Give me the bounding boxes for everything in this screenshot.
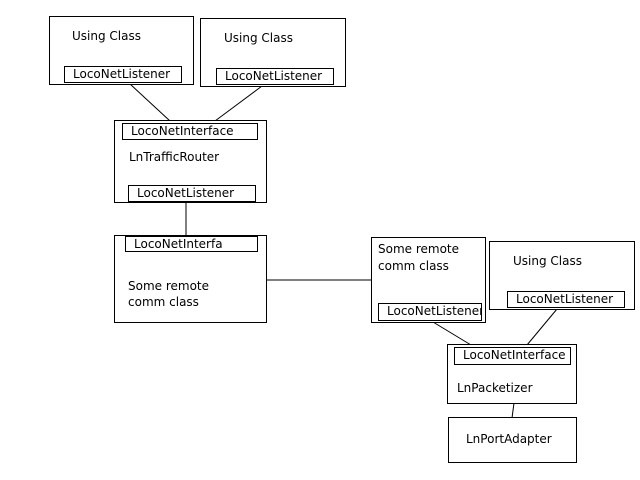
loconet-listener-box: LocoNetListener (128, 185, 256, 202)
remote-comm-class-line1: Some remote (378, 242, 460, 256)
ln-packetizer-box: LocoNetInterface LnPacketizer (447, 344, 577, 404)
using-class-box-2: Using Class LocoNetListener (200, 18, 346, 87)
loconet-listener-box: LocoNetListener (378, 303, 482, 321)
loconet-interface-box: LocoNetInterface (454, 347, 571, 365)
ln-traffic-router-label: LnTrafficRouter (129, 150, 220, 164)
using-class-box-1: Using Class LocoNetListener (49, 16, 194, 85)
ln-packetizer-label: LnPacketizer (457, 381, 533, 395)
using-class-title: Using Class (224, 31, 293, 45)
connector-using3-to-packetizer (526, 308, 558, 346)
remote-comm-class-box-right: Some remote comm class LocoNetListener (371, 237, 486, 323)
using-class-title: Using Class (72, 29, 141, 43)
loconet-listener-box: LocoNetListener (507, 291, 625, 308)
loconet-interface-box: LocoNetInterfa (125, 236, 258, 252)
loconet-listener-box: LocoNetListener (64, 66, 182, 83)
remote-comm-class-line1: Some remote (128, 279, 210, 293)
ln-port-adapter-box: LnPortAdapter (448, 417, 577, 463)
using-class-box-3: Using Class LocoNetListener (489, 241, 635, 310)
connector-using1-to-router (129, 83, 171, 122)
remote-comm-class-line2: comm class (128, 295, 199, 309)
loconet-interface-box: LocoNetInterface (122, 123, 258, 140)
loconet-listener-box: LocoNetListener (216, 68, 334, 85)
ln-port-adapter-label: LnPortAdapter (466, 432, 552, 446)
connector-packetizer-to-port-adapter (511, 402, 515, 419)
remote-comm-class-box-left: LocoNetInterfa Some remote comm class (114, 235, 267, 323)
using-class-title: Using Class (513, 254, 582, 268)
remote-comm-class-line2: comm class (378, 259, 449, 273)
connector-remote-right-to-packetizer (432, 321, 472, 346)
ln-traffic-router-box: LocoNetInterface LnTrafficRouter LocoNet… (114, 120, 267, 203)
connector-using2-to-router (214, 85, 263, 122)
